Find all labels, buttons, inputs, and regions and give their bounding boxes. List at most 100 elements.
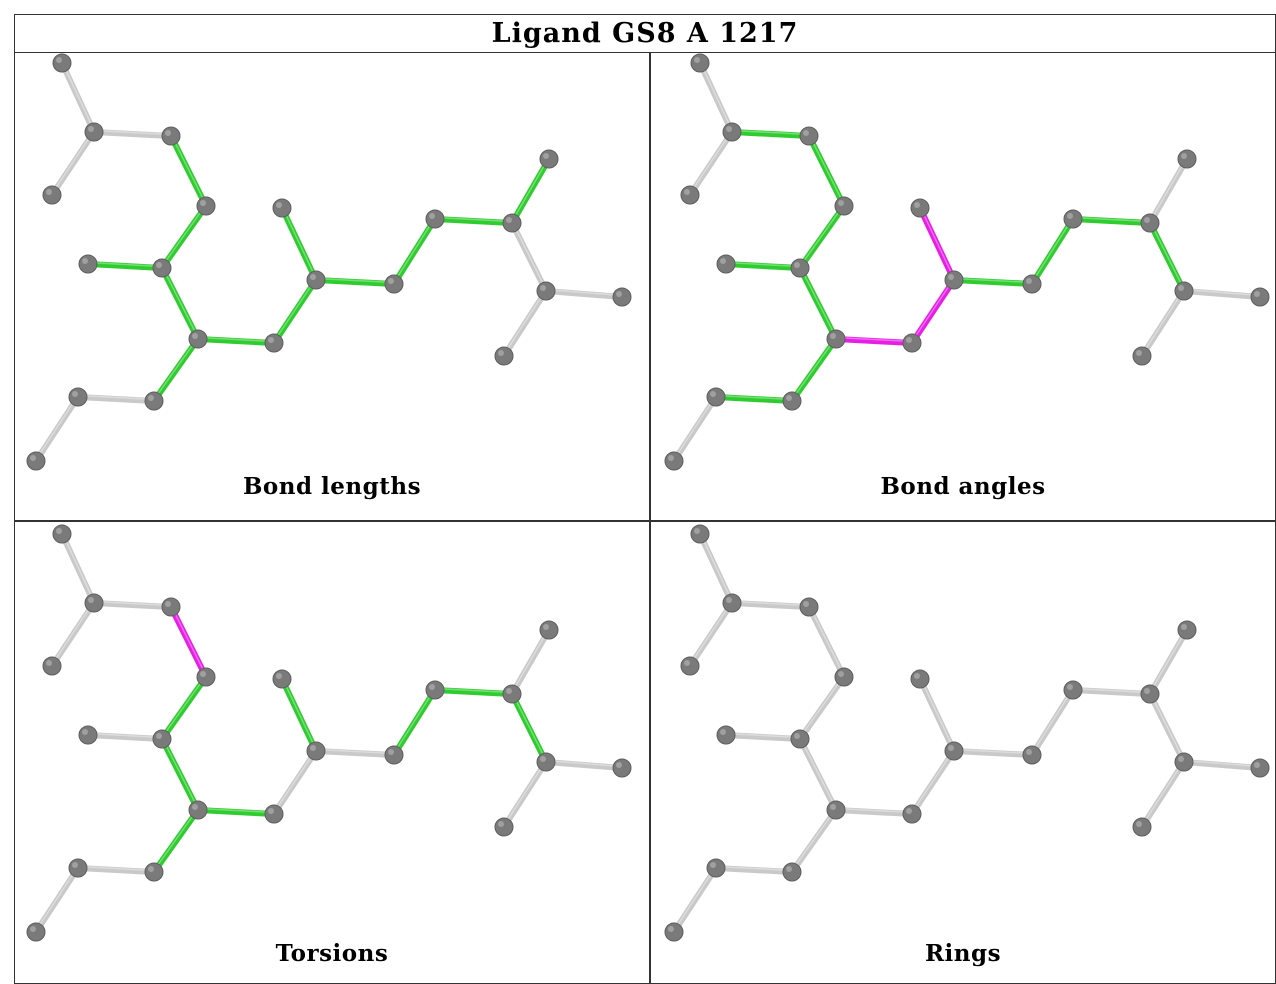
- atom-shine: [838, 200, 844, 206]
- bond: [917, 205, 957, 283]
- panel-caption-bond-angles: Bond angles: [880, 473, 1046, 500]
- atom: [78, 725, 98, 745]
- atom-shine: [156, 733, 162, 739]
- atom: [706, 858, 726, 878]
- bond-highlight: [799, 204, 845, 267]
- bond-highlight: [273, 749, 317, 813]
- bond-highlight: [1141, 289, 1185, 355]
- atom-shine: [616, 291, 622, 297]
- atom: [42, 656, 62, 676]
- bond-highlight: [197, 807, 275, 814]
- bond: [279, 205, 319, 283]
- atom: [790, 729, 810, 749]
- bond-highlight: [161, 675, 207, 738]
- bond-highlight: [1149, 692, 1185, 761]
- atom: [152, 729, 172, 749]
- bond-highlight: [170, 134, 207, 205]
- atom-shine: [720, 729, 726, 735]
- atom: [1140, 213, 1160, 233]
- atom-shine: [726, 126, 732, 132]
- bond-highlight: [153, 337, 199, 400]
- atom: [536, 281, 556, 301]
- atom-shine: [1254, 291, 1260, 297]
- atom-shine: [30, 926, 36, 932]
- bond: [195, 336, 277, 346]
- atom: [196, 196, 216, 216]
- bond: [501, 288, 549, 359]
- bond-highlight: [87, 261, 163, 268]
- atom-shine: [540, 756, 546, 762]
- bond-highlight: [919, 677, 955, 750]
- bond: [91, 600, 174, 610]
- bond-highlight: [835, 807, 913, 814]
- atom-shine: [429, 213, 435, 219]
- bond-highlight: [799, 737, 837, 809]
- bond: [543, 759, 625, 771]
- bond-highlight: [434, 216, 513, 223]
- atom-shine: [156, 262, 162, 268]
- atom: [384, 745, 404, 765]
- atom: [494, 817, 514, 837]
- bond: [271, 277, 319, 346]
- panel-2: [14, 521, 650, 984]
- atom-shine: [506, 688, 512, 694]
- bond-highlight: [911, 749, 955, 813]
- bond: [159, 203, 209, 271]
- atom-shine: [1254, 762, 1260, 768]
- atom-shine: [838, 671, 844, 677]
- bond-highlight: [434, 687, 513, 694]
- atom: [799, 126, 819, 146]
- figure-title: Ligand GS8 A 1217: [14, 14, 1276, 52]
- bond-highlight: [161, 737, 199, 809]
- bond: [509, 627, 552, 697]
- atom-shine: [148, 395, 154, 401]
- atom: [42, 185, 62, 205]
- atom: [826, 329, 846, 349]
- bond: [313, 748, 397, 758]
- bond-highlight: [170, 605, 207, 676]
- bond: [195, 807, 277, 817]
- bond-highlight: [545, 759, 623, 768]
- bond: [951, 277, 1035, 287]
- atom: [188, 329, 208, 349]
- atom: [1174, 281, 1194, 301]
- atom-shine: [786, 395, 792, 401]
- atom: [52, 524, 72, 544]
- bond-highlight: [511, 221, 547, 290]
- atom: [706, 387, 726, 407]
- bond: [917, 676, 957, 754]
- atom: [425, 680, 445, 700]
- atom-shine: [82, 729, 88, 735]
- bond-highlight: [273, 278, 317, 342]
- atom-shine: [310, 274, 316, 280]
- bond: [85, 732, 165, 742]
- atom: [188, 800, 208, 820]
- bond: [909, 748, 957, 817]
- bond: [729, 600, 812, 610]
- panel-caption-torsions: Torsions: [275, 940, 389, 967]
- atom-shine: [540, 285, 546, 291]
- bond: [91, 129, 174, 139]
- atom-shine: [1136, 821, 1142, 827]
- bond-highlight: [725, 732, 801, 739]
- panel-caption-bond-lengths: Bond lengths: [242, 473, 422, 500]
- atom: [790, 258, 810, 278]
- atom-shine: [726, 597, 732, 603]
- atom: [68, 387, 88, 407]
- atom: [834, 667, 854, 687]
- atom-shine: [914, 673, 920, 679]
- atom-shine: [906, 808, 912, 814]
- bond: [723, 261, 803, 271]
- atom: [539, 149, 559, 169]
- atom: [26, 922, 46, 942]
- atom: [716, 725, 736, 745]
- atom: [664, 922, 684, 942]
- atom: [161, 126, 181, 146]
- atom-shine: [1181, 624, 1187, 630]
- atom-shine: [506, 217, 512, 223]
- atom: [680, 185, 700, 205]
- atom-shine: [720, 258, 726, 264]
- atom: [690, 524, 710, 544]
- atom-shine: [30, 455, 36, 461]
- atom-shine: [165, 130, 171, 136]
